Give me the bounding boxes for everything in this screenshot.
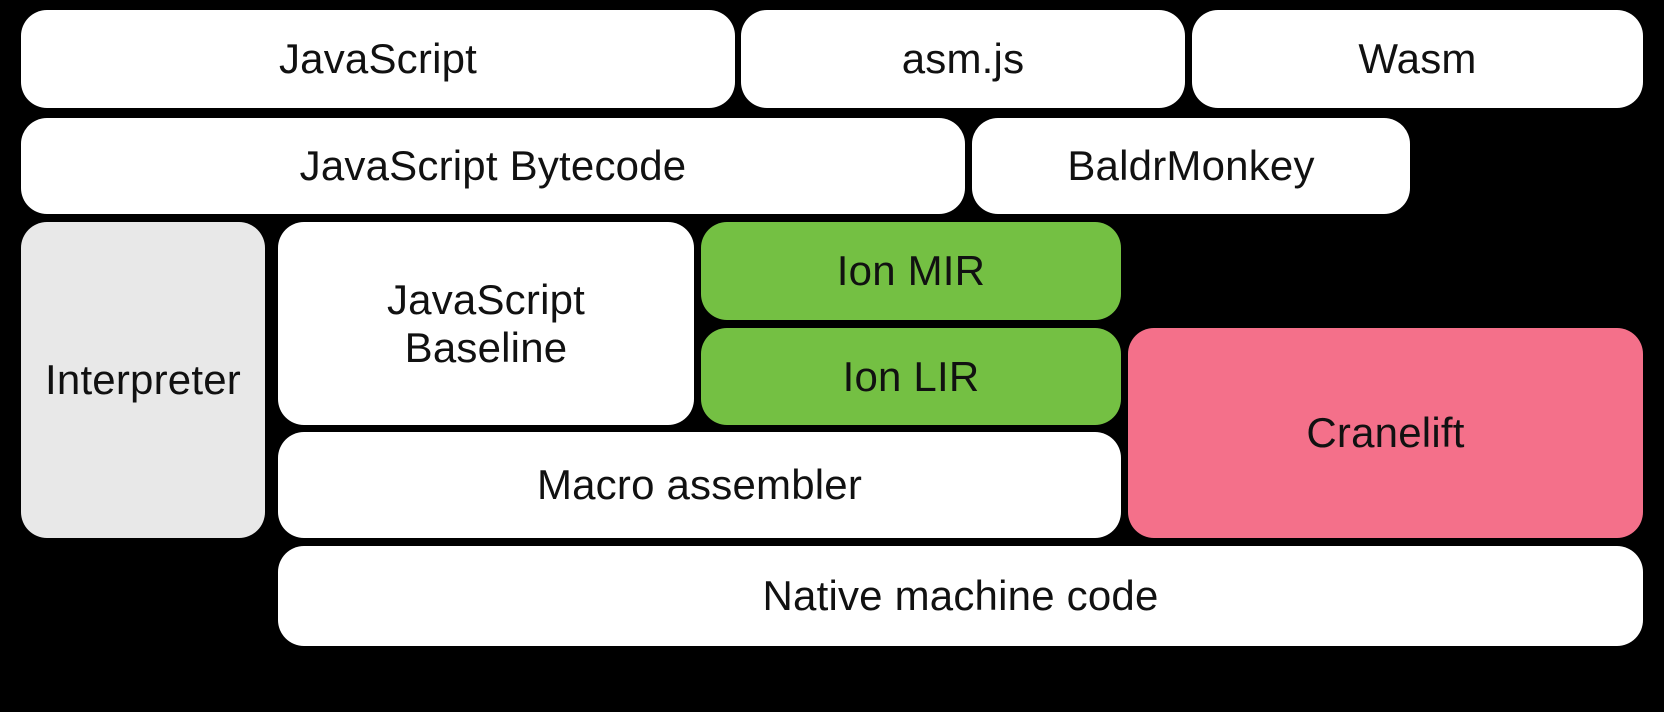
node-cranelift[interactable]: Cranelift: [1128, 328, 1643, 538]
node-interpreter[interactable]: Interpreter: [21, 222, 265, 538]
node-asm-js[interactable]: asm.js: [741, 10, 1185, 108]
node-baldrmonkey[interactable]: BaldrMonkey: [972, 118, 1410, 214]
node-ion-lir[interactable]: Ion LIR: [701, 328, 1121, 425]
node-native-machine-code[interactable]: Native machine code: [278, 546, 1643, 646]
node-javascript[interactable]: JavaScript: [21, 10, 735, 108]
node-javascript-baseline[interactable]: JavaScript Baseline: [278, 222, 694, 425]
node-ion-mir[interactable]: Ion MIR: [701, 222, 1121, 320]
node-macro-assembler[interactable]: Macro assembler: [278, 432, 1121, 538]
node-wasm[interactable]: Wasm: [1192, 10, 1643, 108]
node-javascript-bytecode[interactable]: JavaScript Bytecode: [21, 118, 965, 214]
